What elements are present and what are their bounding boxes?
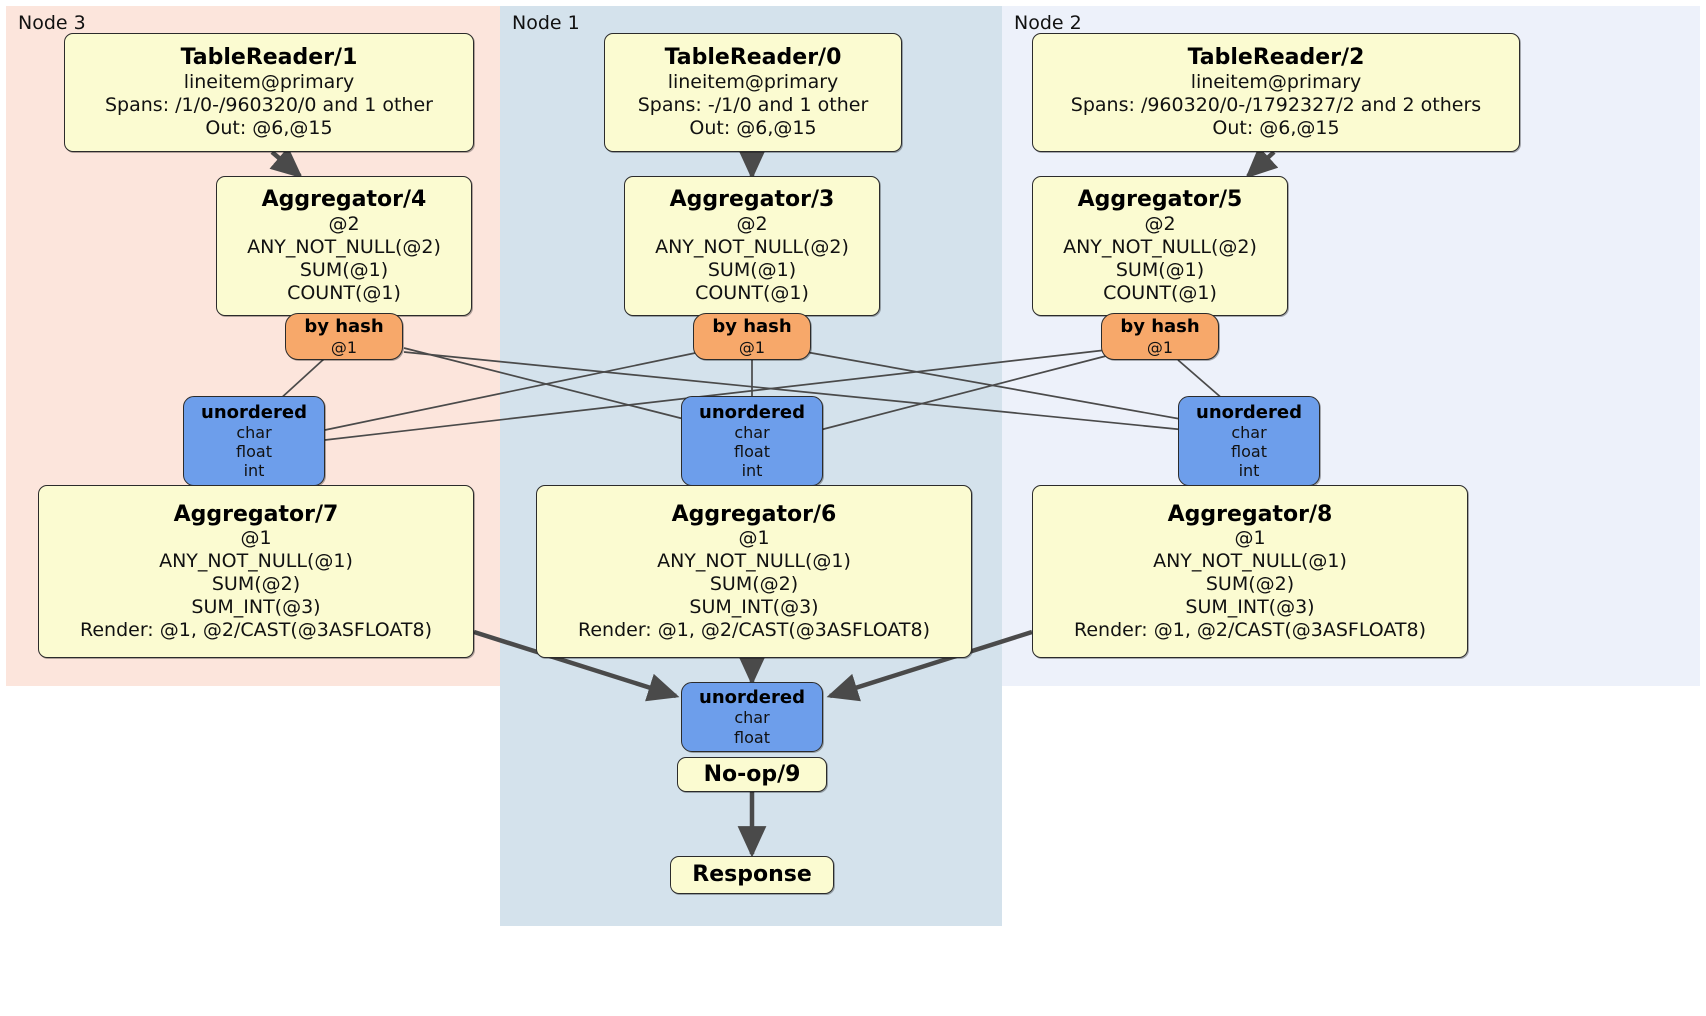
processor-line: Render: @1, @2/CAST(@3ASFLOAT8) [1074, 618, 1426, 641]
processor-line: @1 [738, 527, 770, 550]
processor-line: ANY_NOT_NULL(@1) [1153, 550, 1347, 573]
processor-line: Spans: /960320/0-/1792327/2 and 2 others [1070, 94, 1482, 117]
processor-title: TableReader/2 [1187, 45, 1365, 71]
processor-title: Aggregator/8 [1167, 501, 1333, 527]
processor-line: Out: @6,@15 [205, 116, 333, 139]
processor-line: @2 [1144, 213, 1176, 236]
processor-line: @1 [1234, 527, 1266, 550]
processor-title: TableReader/0 [664, 45, 842, 71]
processor-line: ANY_NOT_NULL(@2) [247, 236, 441, 259]
processor-title: Aggregator/5 [1077, 187, 1243, 213]
processor-line: @1 [240, 527, 272, 550]
node-panel-label-node2: Node 2 [1014, 12, 1082, 34]
processor-line: Spans: /1/0-/960320/0 and 1 other [105, 94, 433, 117]
router-line: @1 [330, 337, 358, 357]
processor-title: Aggregator/7 [173, 501, 339, 527]
receiver-line: char [734, 422, 770, 442]
processor-title: Aggregator/3 [669, 187, 835, 213]
receiver-unordered-center[interactable]: unordered char float int [681, 396, 823, 486]
router-title: by hash [1120, 316, 1200, 338]
receiver-title: unordered [699, 687, 805, 709]
router-by-hash-right[interactable]: by hash @1 [1101, 313, 1219, 360]
processor-line: SUM_INT(@3) [191, 595, 321, 618]
router-by-hash-left[interactable]: by hash @1 [285, 313, 403, 360]
processor-line: SUM(@1) [1115, 258, 1205, 281]
processor-line: lineitem@primary [1190, 71, 1362, 94]
processor-aggregator-5[interactable]: Aggregator/5 @2 ANY_NOT_NULL(@2) SUM(@1)… [1032, 176, 1288, 316]
processor-aggregator-3[interactable]: Aggregator/3 @2 ANY_NOT_NULL(@2) SUM(@1)… [624, 176, 880, 316]
processor-noop-9[interactable]: No-op/9 [677, 757, 827, 792]
receiver-line: float [1231, 442, 1267, 462]
processor-title: No-op/9 [703, 761, 801, 787]
receiver-line: int [741, 461, 763, 481]
router-line: @1 [1146, 337, 1174, 357]
processor-line: SUM(@2) [1205, 573, 1295, 596]
processor-line: Out: @6,@15 [689, 116, 817, 139]
processor-line: SUM(@2) [211, 573, 301, 596]
processor-line: lineitem@primary [183, 71, 355, 94]
receiver-title: unordered [201, 401, 307, 423]
receiver-line: char [236, 422, 272, 442]
processor-line: ANY_NOT_NULL(@2) [1063, 236, 1257, 259]
processor-line: Render: @1, @2/CAST(@3ASFLOAT8) [80, 618, 432, 641]
node-panel-label-node1: Node 1 [512, 12, 580, 34]
processor-line: Spans: -/1/0 and 1 other [637, 94, 869, 117]
processor-title: TableReader/1 [180, 45, 358, 71]
receiver-line: char [1231, 422, 1267, 442]
processor-table-reader-1[interactable]: TableReader/1 lineitem@primary Spans: /1… [64, 33, 474, 152]
processor-line: Out: @6,@15 [1212, 116, 1340, 139]
receiver-line: int [1238, 461, 1260, 481]
processor-line: ANY_NOT_NULL(@1) [159, 550, 353, 573]
receiver-title: unordered [699, 401, 805, 423]
processor-line: ANY_NOT_NULL(@2) [655, 236, 849, 259]
processor-line: SUM(@1) [299, 258, 389, 281]
receiver-line: float [236, 442, 272, 462]
router-title: by hash [712, 316, 792, 338]
receiver-title: unordered [1196, 401, 1302, 423]
router-by-hash-center[interactable]: by hash @1 [693, 313, 811, 360]
receiver-line: float [734, 727, 770, 747]
node-panel-label-node3: Node 3 [18, 12, 86, 34]
receiver-unordered-left[interactable]: unordered char float int [183, 396, 325, 486]
processor-title: Response [692, 862, 812, 888]
processor-title: Aggregator/4 [261, 187, 427, 213]
processor-table-reader-2[interactable]: TableReader/2 lineitem@primary Spans: /9… [1032, 33, 1520, 152]
processor-aggregator-6[interactable]: Aggregator/6 @1 ANY_NOT_NULL(@1) SUM(@2)… [536, 485, 972, 658]
processor-aggregator-4[interactable]: Aggregator/4 @2 ANY_NOT_NULL(@2) SUM(@1)… [216, 176, 472, 316]
processor-line: COUNT(@1) [1103, 281, 1217, 304]
processor-line: SUM_INT(@3) [1185, 595, 1315, 618]
processor-line: @2 [736, 213, 768, 236]
processor-line: COUNT(@1) [695, 281, 809, 304]
receiver-unordered-final[interactable]: unordered char float [681, 682, 823, 752]
processor-line: COUNT(@1) [287, 281, 401, 304]
router-line: @1 [738, 337, 766, 357]
processor-line: Render: @1, @2/CAST(@3ASFLOAT8) [578, 618, 930, 641]
processor-line: SUM(@1) [707, 258, 797, 281]
processor-title: Aggregator/6 [671, 501, 837, 527]
processor-line: SUM_INT(@3) [689, 595, 819, 618]
processor-aggregator-8[interactable]: Aggregator/8 @1 ANY_NOT_NULL(@1) SUM(@2)… [1032, 485, 1468, 658]
receiver-line: int [243, 461, 265, 481]
processor-line: ANY_NOT_NULL(@1) [657, 550, 851, 573]
processor-table-reader-0[interactable]: TableReader/0 lineitem@primary Spans: -/… [604, 33, 902, 152]
processor-line: lineitem@primary [667, 71, 839, 94]
processor-aggregator-7[interactable]: Aggregator/7 @1 ANY_NOT_NULL(@1) SUM(@2)… [38, 485, 474, 658]
processor-line: SUM(@2) [709, 573, 799, 596]
processor-response[interactable]: Response [670, 856, 834, 894]
receiver-unordered-right[interactable]: unordered char float int [1178, 396, 1320, 486]
receiver-line: float [734, 442, 770, 462]
router-title: by hash [304, 316, 384, 338]
processor-line: @2 [328, 213, 360, 236]
receiver-line: char [734, 708, 770, 728]
